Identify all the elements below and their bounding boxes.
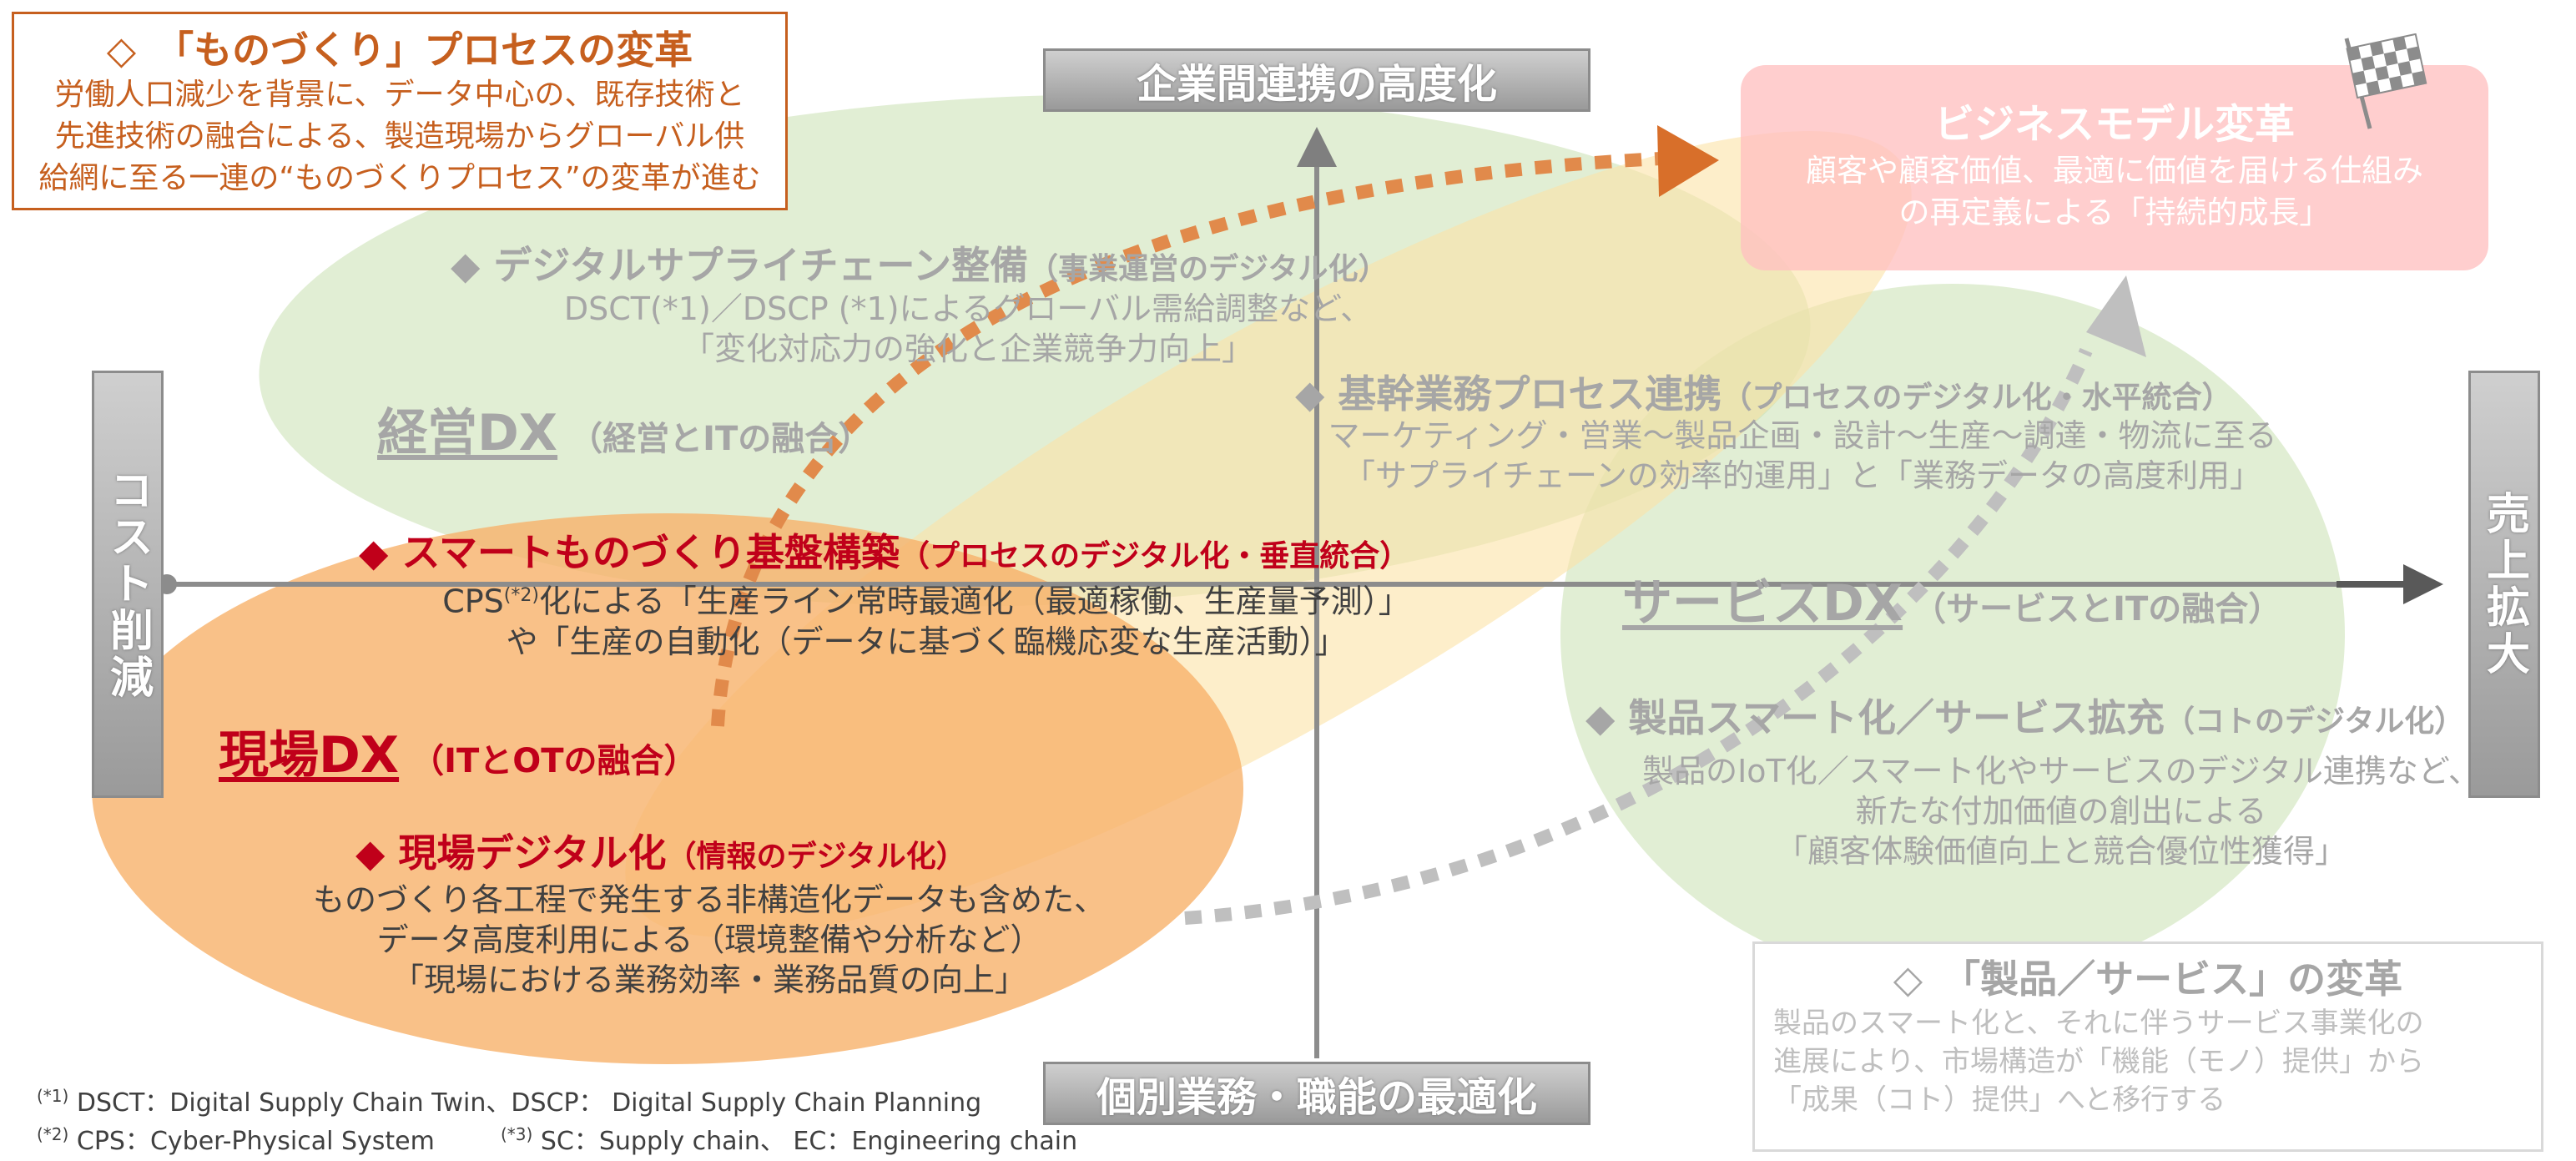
smart-mono-sub: （プロセスのデジタル化・垂直統合） — [900, 539, 1410, 573]
product-box-line-2: 進展により、市場構造が「機能（モノ）提供」から — [1773, 1045, 2424, 1078]
genba-digital-title: ◆ 現場デジタル化 — [355, 830, 667, 876]
management-dx-title: 経営DX — [377, 404, 558, 462]
genba-digital-heading: ◆ 現場デジタル化（情報のデジタル化） — [355, 823, 966, 878]
product-box-line-1: 製品のスマート化と、それに伴うサービス事業化の — [1773, 1007, 2424, 1040]
footnote-3: (*3) SC：Supply chain、 EC：Engineering cha… — [501, 1124, 1078, 1156]
smart-mono-body: CPS(*2)化による「生産ライン常時最適化（最適稼働、生産量予測）」 や「生産… — [359, 576, 1494, 662]
axis-label-left: コスト削減 — [92, 371, 164, 798]
ellipse-genba — [92, 513, 1243, 1064]
core-process-heading: ◆ 基幹業務プロセス連携（プロセスのデジタル化・水平統合） — [1295, 364, 2232, 419]
arrowhead-grey — [2086, 275, 2146, 357]
management-dx-sub: （経営とITの融合） — [569, 420, 872, 458]
smart-mono-title: ◆ スマートものづくり基盤構築 — [359, 530, 900, 575]
genba-digital-line-3: 「現場における業務効率・業務品質の向上」 — [391, 962, 1026, 998]
service-dx-title: サービスDX — [1622, 574, 1903, 633]
process-box-line-3: 給網に至る一連の“ものづくりプロセス”の変革が進む — [38, 161, 761, 195]
core-process-line-1: マーケティング・営業～製品企画・設計～生産～調達・物流に至る — [1328, 417, 2277, 454]
core-process-sub: （プロセスのデジタル化・水平統合） — [1722, 381, 2232, 415]
axis-label-top: 企業間連携の高度化 — [1043, 48, 1590, 112]
process-box-title: ◇ 「ものづくり」プロセスの変革 — [106, 28, 693, 73]
supply-chain-line-2: 「変化対応力の強化と企業競争力向上」 — [682, 331, 1253, 367]
product-smart-sub: （コトのデジタル化） — [2165, 704, 2465, 739]
footnote-2: (*2) CPS：Cyber-Physical System — [37, 1124, 435, 1156]
supply-chain-line-1: DSCT(*1)／DSCP (*1)によるグローバル需給調整など、 — [563, 290, 1373, 327]
axis-label-right: 売上拡大 — [2468, 371, 2540, 798]
process-box-line-2: 先進技術の融合による、製造現場からグローバル供 — [54, 119, 745, 154]
process-transformation-box: ◇ 「ものづくり」プロセスの変革 労働人口減少を背景に、データ中心の、既存技術と… — [12, 12, 788, 210]
footnote-1: (*1) DSCT：Digital Supply Chain Twin、DSCP… — [37, 1086, 982, 1118]
service-dx-label: サービスDX （サービスとITの融合） — [1622, 563, 2281, 635]
genba-digital-line-1: ものづくり各工程で発生する非構造化データも含めた、 — [312, 881, 1106, 918]
supply-chain-sub: （事業運営のデジタル化） — [1028, 252, 1389, 286]
core-process-line-2: 「サプライチェーンの効率的運用」と「業務データの高度利用」 — [1343, 457, 2262, 494]
core-process-title: ◆ 基幹業務プロセス連携 — [1295, 371, 1722, 416]
dotted-arrow-process — [711, 152, 1661, 727]
product-smart-body: 製品のIoT化／スマート化やサービスのデジタル連携など、 新たな付加価値の創出に… — [1585, 751, 2537, 871]
product-smart-title: ◆ 製品スマート化／サービス拡充 — [1585, 695, 2165, 740]
smart-mono-line-1: CPS(*2)化による「生産ライン常時最適化（最適稼働、生産量予測）」 — [442, 583, 1410, 620]
product-service-box: ◇ 「製品／サービス」の変革 製品のスマート化と、それに伴うサービス事業化の 進… — [1752, 941, 2543, 1152]
management-dx-label: 経営DX （経営とITの融合） — [377, 392, 871, 465]
product-smart-line-3: 「顧客体験価値向上と競合優位性獲得」 — [1775, 833, 2347, 870]
dotted-arrow-product — [1184, 347, 2093, 925]
genba-dx-sub: （ITとOTの融合） — [411, 742, 698, 780]
product-smart-line-1: 製品のIoT化／スマート化やサービスのデジタル連携など、 — [1642, 753, 2480, 790]
genba-digital-line-2: データ高度利用による（環境整備や分析など） — [376, 921, 1042, 958]
business-model-line-1: 顧客や顧客価値、最適に価値を届ける仕組み — [1806, 153, 2423, 189]
supply-chain-title: ◆ デジタルサプライチェーン整備 — [451, 243, 1029, 288]
business-model-title: ビジネスモデル変革 — [1933, 101, 2295, 148]
product-box-title: ◇ 「製品／サービス」の変革 — [1893, 957, 2403, 1002]
genba-dx-label: 現場DX （ITとOTの融合） — [219, 714, 698, 787]
business-model-box: ビジネスモデル変革 顧客や顧客価値、最適に価値を届ける仕組み の再定義による「持… — [1741, 65, 2488, 270]
process-box-line-1: 労働人口減少を背景に、データ中心の、既存技術と — [54, 78, 745, 112]
ellipse-service — [1560, 284, 2345, 985]
service-dx-sub: （サービスとITの融合） — [1913, 590, 2282, 628]
genba-digital-body: ものづくり各工程で発生する非構造化データも含めた、 データ高度利用による（環境整… — [209, 880, 1210, 1000]
product-smart-heading: ◆ 製品スマート化／サービス拡充（コトのデジタル化） — [1585, 688, 2464, 743]
smart-mono-line-2: や「生産の自動化（データに基づく臨機応変な生産活動）」 — [506, 623, 1347, 660]
product-box-line-3: 「成果（コト）提供」へと移行する — [1773, 1083, 2226, 1117]
genba-dx-title: 現場DX — [219, 726, 400, 785]
genba-digital-sub: （情報のデジタル化） — [666, 840, 966, 874]
business-model-line-2: の再定義による「持続的成長」 — [1898, 194, 2331, 230]
supply-chain-heading: ◆ デジタルサプライチェーン整備（事業運営のデジタル化） — [451, 235, 1388, 290]
checkered-flag-icon — [2344, 33, 2427, 129]
supply-chain-body: DSCT(*1)／DSCP (*1)によるグローバル需給調整など、 「変化対応力… — [467, 289, 1469, 369]
axis-label-bottom: 個別業務・職能の最適化 — [1043, 1062, 1590, 1125]
core-process-body: マーケティング・営業～製品企画・設計～生産～調達・物流に至る 「サプライチェーン… — [1252, 416, 2353, 496]
product-smart-line-2: 新たな付加価値の創出による — [1855, 793, 2267, 830]
arrowhead-orange — [1657, 125, 1719, 197]
smart-mono-heading: ◆ スマートものづくり基盤構築（プロセスのデジタル化・垂直統合） — [359, 522, 1409, 578]
